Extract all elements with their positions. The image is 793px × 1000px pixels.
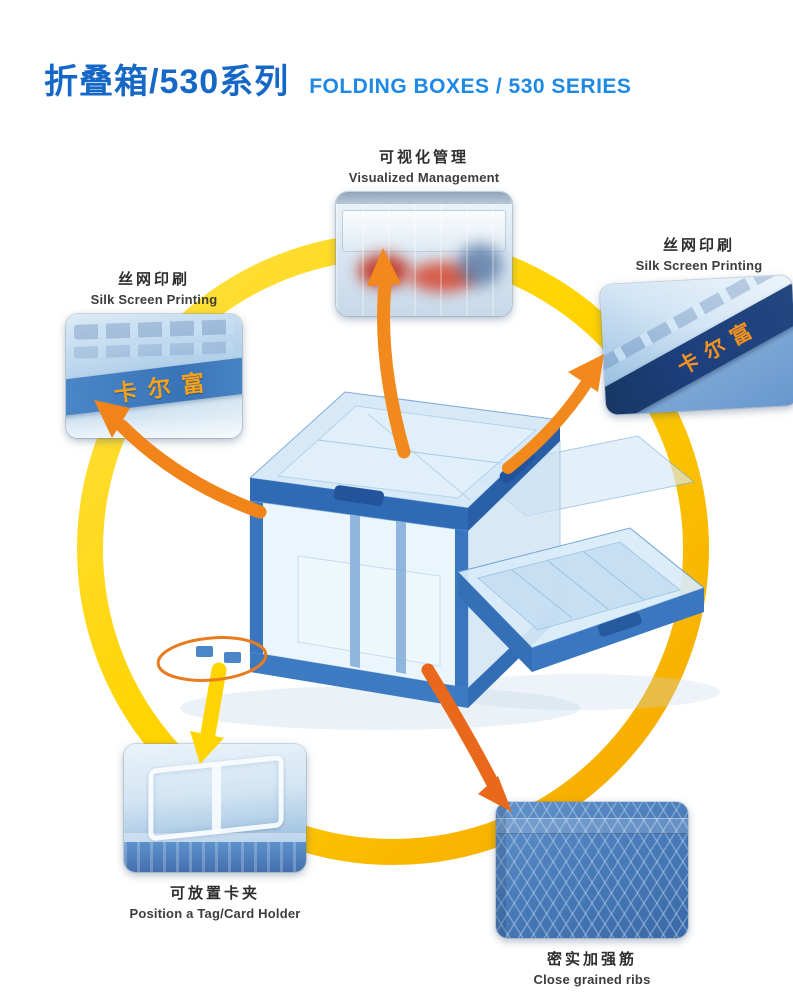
page-title: 折叠箱/530系列 bbox=[44, 63, 290, 101]
callout-image-close-grained-ribs bbox=[496, 802, 688, 938]
folding-box-erected bbox=[196, 391, 562, 708]
latch-highlight-ellipse bbox=[156, 636, 268, 682]
callout-label-en: Position a Tag/Card Holder bbox=[129, 906, 301, 921]
callout-card-holder: 可放置卡夹 Position a Tag/Card Holder bbox=[124, 744, 306, 921]
rib-band bbox=[496, 818, 688, 834]
page-header: 折叠箱/530系列 FOLDING BOXES / 530 SERIES bbox=[44, 54, 631, 103]
box-edge-highlight bbox=[124, 833, 306, 842]
callout-close-grained-ribs: 密实加强筋 Close grained ribs bbox=[496, 802, 688, 987]
box-rim bbox=[336, 192, 512, 204]
page-subtitle: FOLDING BOXES / 530 SERIES bbox=[309, 75, 632, 98]
callout-image-silk-screen-right: 卡尔富 bbox=[599, 275, 793, 415]
callout-silk-screen-left: 丝网印刷 Silk Screen Printing 卡尔富 bbox=[66, 268, 242, 438]
card-holder-divider bbox=[212, 761, 221, 835]
callout-label-en: Silk Screen Printing bbox=[90, 292, 218, 307]
callout-label-en: Close grained ribs bbox=[533, 972, 651, 987]
arrow-to-bottom-right bbox=[421, 663, 512, 812]
callout-label-zh: 丝网印刷 bbox=[662, 237, 735, 254]
brand-text: 卡尔富 bbox=[112, 368, 217, 407]
rib-edge-shadow bbox=[496, 802, 506, 938]
callout-image-card-holder bbox=[124, 744, 306, 872]
box-edge-ribs bbox=[124, 842, 306, 872]
callout-label-zh: 可放置卡夹 bbox=[169, 885, 260, 902]
callout-label-zh: 可视化管理 bbox=[378, 149, 469, 166]
printed-band: 卡尔富 bbox=[66, 355, 242, 417]
callout-label-zh: 丝网印刷 bbox=[117, 271, 190, 288]
lid-panel bbox=[468, 435, 696, 517]
callout-label-en: Silk Screen Printing bbox=[635, 258, 763, 273]
callout-image-visualized-management bbox=[336, 192, 512, 316]
callout-label-en: Visualized Management bbox=[348, 170, 500, 185]
box-slots bbox=[73, 319, 235, 340]
callout-caption: 丝网印刷 Silk Screen Printing bbox=[66, 268, 242, 307]
callout-visualized-management: 可视化管理 Visualized Management bbox=[336, 146, 512, 316]
box-fade bbox=[66, 416, 242, 438]
card-holder-frame bbox=[148, 754, 284, 842]
box-slots bbox=[73, 341, 235, 359]
callout-label-zh: 密实加强筋 bbox=[546, 951, 637, 968]
latch-tab bbox=[196, 646, 213, 657]
arrow-to-right bbox=[502, 354, 604, 474]
callout-caption: 可放置卡夹 Position a Tag/Card Holder bbox=[124, 882, 306, 921]
callout-image-silk-screen-left: 卡尔富 bbox=[66, 314, 242, 438]
product-shadows bbox=[180, 674, 720, 730]
folding-box-collapsed bbox=[457, 527, 706, 672]
callout-caption: 丝网印刷 Silk Screen Printing bbox=[602, 234, 793, 273]
callout-caption: 密实加强筋 Close grained ribs bbox=[496, 948, 688, 987]
callout-silk-screen-right: 丝网印刷 Silk Screen Printing 卡尔富 bbox=[599, 234, 793, 415]
glass-reflection bbox=[336, 192, 512, 316]
callout-caption: 可视化管理 Visualized Management bbox=[336, 146, 512, 185]
latch-tab bbox=[224, 652, 241, 663]
